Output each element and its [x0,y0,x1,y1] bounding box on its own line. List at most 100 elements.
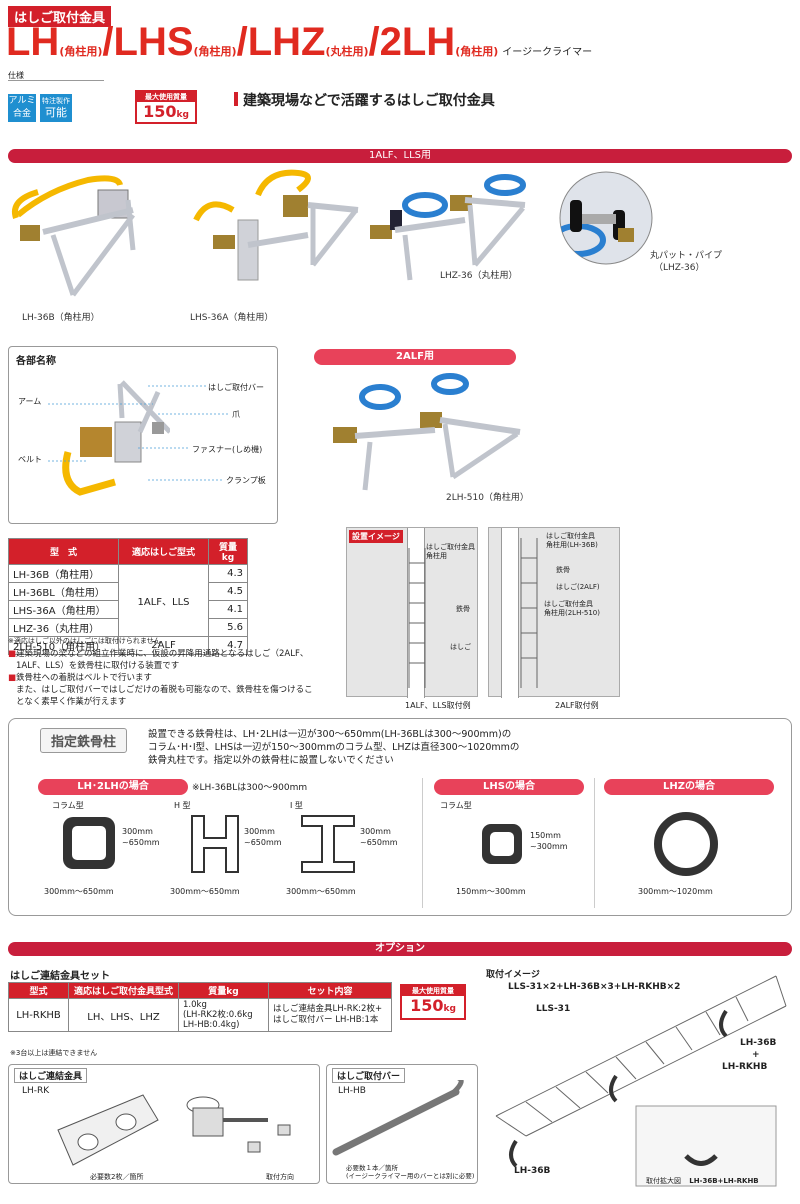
label-column-type-lhs: コラム型 [440,801,472,810]
install-label-bar-1: はしご取付金具 [426,543,475,551]
badge-aluminum: アルミ 合金 [8,94,36,122]
rk-note: 必要数2枚／箇所 [90,1173,144,1181]
table-row: LHZ-36（丸柱用） 5.6 [8,618,248,637]
option-mass-a: 1.0kg [183,1000,207,1010]
spec-col-ladder: 適応はしご型式 [118,538,209,565]
shape-round-lhz [654,812,718,876]
dim-lhs-h: 150mm ~300mm [530,830,568,852]
badge-custom-line1: 特注製作 [42,97,70,105]
rk-box [8,1064,320,1184]
install-label-bar: はしご取付金具 角柱用 [426,543,475,561]
option-img-bottom: LH-36B [514,1166,551,1176]
install-r-label1-b: 角柱用(LH-36B) [546,541,598,549]
spec-mass: 4.5 [208,582,248,601]
dim-h-h-a: 300mm [244,827,275,836]
badge-aluminum-line2: 合金 [12,109,31,119]
table-row: 2LH-510（角柱用） 2ALF 4.7 [8,636,248,655]
spec-mass: 4.3 [208,564,248,583]
dim-col-h-a: 300mm [122,827,153,836]
dim-i-w: 300mm～650mm [286,887,356,896]
shape-column-lh [63,817,115,869]
headline: 建築現場などで活躍するはしご取付金具 [243,93,495,109]
install-ladder [408,548,426,688]
rk-plate-illustration [57,1094,159,1166]
install-r-label3: はしご(2ALF) [556,583,600,591]
section-1alf-bar: 1ALF、LLS用 [8,149,792,163]
option-max-badge: 最大使用質量 150kg [400,984,466,1020]
parts-diagram [62,380,170,496]
max-load-label: 最大使用質量 [137,92,195,102]
shape-h-lh [191,815,239,873]
columns-desc-2: コラム･H･I型、LHSは一辺が150～300mmのコラム型、LHZは直径300… [148,742,520,753]
badge-aluminum-line1: アルミ [8,96,36,106]
dim-lhs-w: 150mm～300mm [456,887,526,896]
install-2alf-ladder [520,538,538,688]
photo-lh-36b [12,175,136,297]
spec-ladder-1: 1ALF、LLS [118,564,209,637]
option-set-title: はしご連結金具セット [10,971,110,982]
option-max-value: 150 [410,996,444,1015]
option-col-set: セット内容 [268,982,392,999]
dim-col-w: 300mm～650mm [44,887,114,896]
option-max-unit: kg [443,1004,456,1014]
dim-lhs-h-a: 150mm [530,831,561,840]
install-image-2alf [488,527,620,698]
pill-lhs: LHSの場合 [434,779,584,795]
spec-label: 仕様 [8,71,24,80]
bullet-1-line2: 1ALF、LLS）を鉄骨柱に取付ける装置です [16,661,180,671]
option-img-plus: + [752,1050,760,1060]
option-max-label: 最大使用質量 [402,986,464,996]
title-type-4: (角柱用) [455,45,499,58]
option-note: ※3台以上は連結できません [10,1049,98,1057]
max-load-badge: 最大使用質量 150kg [135,90,197,124]
title-model-4: /2LH [368,20,456,64]
headline-marker [234,92,238,106]
option-mass: 1.0kg (LH-RK2枚:0.6kg LH-HB:0.4kg) [178,998,269,1032]
option-img-zoom-b: LH-36B+LH-RKHB [689,1177,759,1185]
spec-col-model: 型 式 [8,538,119,565]
install-r-label4-b: 角柱用(2LH-510) [544,609,600,617]
max-load-unit: kg [176,110,189,120]
install-label-bar-2: 角柱用 [426,552,447,560]
option-set: はしご連結金具LH-RK:2枚+ はしご取付バー LH-HB:1本 [268,998,392,1032]
hb-box [326,1064,478,1184]
option-col-mass: 質量kg [178,982,269,999]
title-model-2: /LHS [102,20,194,64]
option-set-a: はしご連結金具LH-RK:2枚+ [273,1004,383,1014]
bullet-2-line1: 鉄骨柱への着脱はベルトで行います [16,673,153,683]
spec-table-header: 型 式 適応はしご型式 質量kg [8,538,248,565]
note-lh: ※LH-36BLは300～900mm [192,783,308,793]
caption-round-pad-2: （LHZ-36） [654,263,705,273]
parts-box [8,346,278,524]
parts-title: 各部名称 [16,356,56,367]
parts-label-fastener: ファスナー(しめ機) [192,445,263,454]
badge-custom: 特注製作 可能 [40,94,72,122]
install-label-ladder: はしご [450,643,471,651]
option-table: 型式 適応はしご取付金具型式 質量kg セット内容 LH-RKHB LH、LHS… [8,982,392,1032]
spec-col-mass: 質量kg [208,538,248,565]
dim-col-h-b: ~650mm [122,838,160,847]
label-column-type: コラム型 [52,801,84,810]
option-bar: オプション [8,942,792,956]
page-title: LH(角柱用)/LHS(角柱用)/LHZ(丸柱用)/2LH(角柱用)イージークラ… [6,20,592,65]
dim-lhs-h-b: ~300mm [530,842,568,851]
install-caption-right: 2ALF取付例 [555,701,599,710]
table-row: LH-RKHB LH、LHS、LHZ 1.0kg (LH-RK2枚:0.6kg … [8,998,392,1032]
install-tag: 設置イメージ [349,530,403,543]
caption-lhz-36: LHZ-36（丸柱用） [440,271,518,281]
option-applies: LH、LHS、LHZ [68,998,179,1032]
spec-note: ※適応はしご以外のはしごには取付けられません [8,637,161,645]
hb-bar-illustration [332,1080,464,1156]
option-col-applies: 適応はしご取付金具型式 [68,982,179,999]
title-type-2: (角柱用) [193,45,237,58]
option-mass-c: LH-HB:0.4kg) [183,1020,240,1030]
rk-model: LH-RK [22,1086,50,1096]
install-caption-left: 1ALF、LLS取付例 [405,701,471,710]
spec-mass: 4.1 [208,600,248,619]
option-img-zoom: 取付拡大図 LH-36B+LH-RKHB [646,1176,759,1186]
caption-2lh-510: 2LH-510（角柱用） [446,493,529,503]
hb-note-a: 必要数１本／箇所 [346,1164,398,1172]
install-r-label4-a: はしご取付金具 [544,600,593,608]
rk-tag: はしご連結金具 [14,1068,88,1083]
columns-desc-1: 設置できる鉄骨柱は、LH･2LHは一辺が300～650mm(LH-36BLは30… [148,729,512,740]
